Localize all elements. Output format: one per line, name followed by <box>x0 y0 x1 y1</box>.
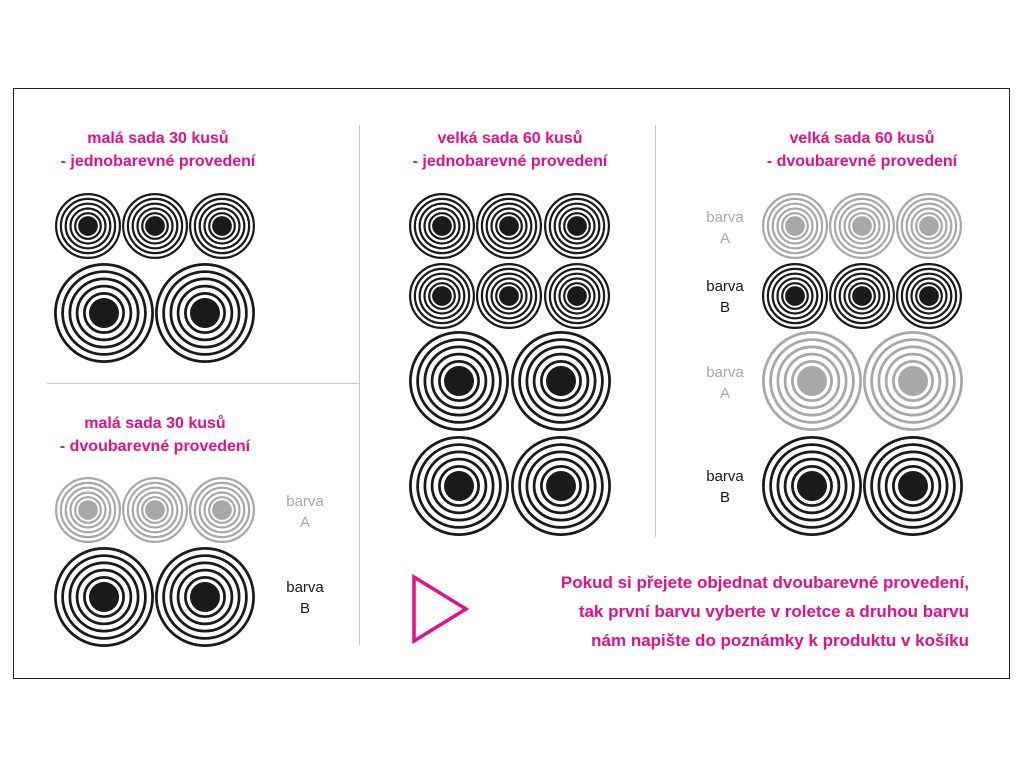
concentric-rings-icon <box>762 331 862 431</box>
barva-word: barva <box>286 493 324 510</box>
concentric-rings-icon <box>54 547 154 647</box>
concentric-rings-icon <box>121 193 188 260</box>
panel-subtitle-line: - jednobarevné provedení <box>412 153 608 170</box>
concentric-rings-icon <box>409 263 476 330</box>
note-line: nám napište do poznámky k produktu v koš… <box>591 631 969 650</box>
barva-word: barva <box>706 209 744 226</box>
color-letter: A <box>719 385 730 402</box>
concentric-rings-icon <box>409 193 476 260</box>
concentric-rings-icon <box>189 477 256 544</box>
divider-horizontal-left <box>47 383 359 384</box>
color-letter: B <box>719 489 730 506</box>
panel-title-large-single: velká sada 60 kusů - jednobarevné proved… <box>360 127 660 173</box>
divider-vertical-left <box>359 125 360 645</box>
concentric-rings-icon <box>543 193 610 260</box>
concentric-rings-icon <box>828 263 895 330</box>
panel-title-small-double: malá sada 30 kusů - dvoubarevné proveden… <box>5 412 305 458</box>
concentric-rings-icon <box>155 263 255 363</box>
color-a-label: barva A <box>275 491 335 533</box>
concentric-rings-icon <box>476 193 543 260</box>
concentric-rings-icon <box>828 193 895 260</box>
barva-word: barva <box>706 278 744 295</box>
panel-title-line: malá sada 30 kusů <box>87 130 229 147</box>
concentric-rings-icon <box>409 331 509 431</box>
panel-title-small-single: malá sada 30 kusů - jednobarevné provede… <box>8 127 308 173</box>
concentric-rings-icon <box>511 331 611 431</box>
note-line: tak první barvu vyberte v roletce a druh… <box>578 602 969 621</box>
product-info-frame <box>13 88 1010 679</box>
concentric-rings-icon <box>895 263 962 330</box>
color-a-label: barva A <box>695 207 755 249</box>
color-b-label: barva B <box>695 466 755 508</box>
color-b-label: barva B <box>275 577 335 619</box>
panel-title-line: velká sada 60 kusů <box>789 130 935 147</box>
panel-title-line: malá sada 30 kusů <box>84 415 226 432</box>
panel-title-large-double: velká sada 60 kusů - dvoubarevné provede… <box>712 127 1012 173</box>
concentric-rings-icon <box>761 263 828 330</box>
concentric-rings-icon <box>476 263 543 330</box>
color-letter: A <box>719 230 730 247</box>
play-triangle-icon <box>412 573 470 645</box>
concentric-rings-icon <box>54 193 121 260</box>
concentric-rings-icon <box>54 263 154 363</box>
color-letter: A <box>299 514 310 531</box>
barva-word: barva <box>706 364 744 381</box>
concentric-rings-icon <box>511 436 611 536</box>
panel-subtitle-line: - jednobarevné provedení <box>60 153 256 170</box>
concentric-rings-icon <box>121 477 188 544</box>
note-line: Pokud si přejete objednat dvoubarevné pr… <box>560 573 969 592</box>
color-letter: B <box>719 299 730 316</box>
concentric-rings-icon <box>762 436 862 536</box>
concentric-rings-icon <box>155 547 255 647</box>
concentric-rings-icon <box>54 477 121 544</box>
concentric-rings-icon <box>189 193 256 260</box>
panel-subtitle-line: - dvoubarevné provedení <box>59 438 251 455</box>
concentric-rings-icon <box>895 193 962 260</box>
concentric-rings-icon <box>543 263 610 330</box>
order-instruction-note: Pokud si přejete objednat dvoubarevné pr… <box>561 568 969 655</box>
barva-word: barva <box>706 468 744 485</box>
panel-title-line: velká sada 60 kusů <box>437 130 583 147</box>
color-a-label: barva A <box>695 362 755 404</box>
panel-subtitle-line: - dvoubarevné provedení <box>766 153 958 170</box>
barva-word: barva <box>286 579 324 596</box>
concentric-rings-icon <box>863 331 963 431</box>
color-b-label: barva B <box>695 276 755 318</box>
color-letter: B <box>299 600 310 617</box>
concentric-rings-icon <box>863 436 963 536</box>
divider-vertical-right <box>655 125 656 537</box>
concentric-rings-icon <box>409 436 509 536</box>
concentric-rings-icon <box>761 193 828 260</box>
